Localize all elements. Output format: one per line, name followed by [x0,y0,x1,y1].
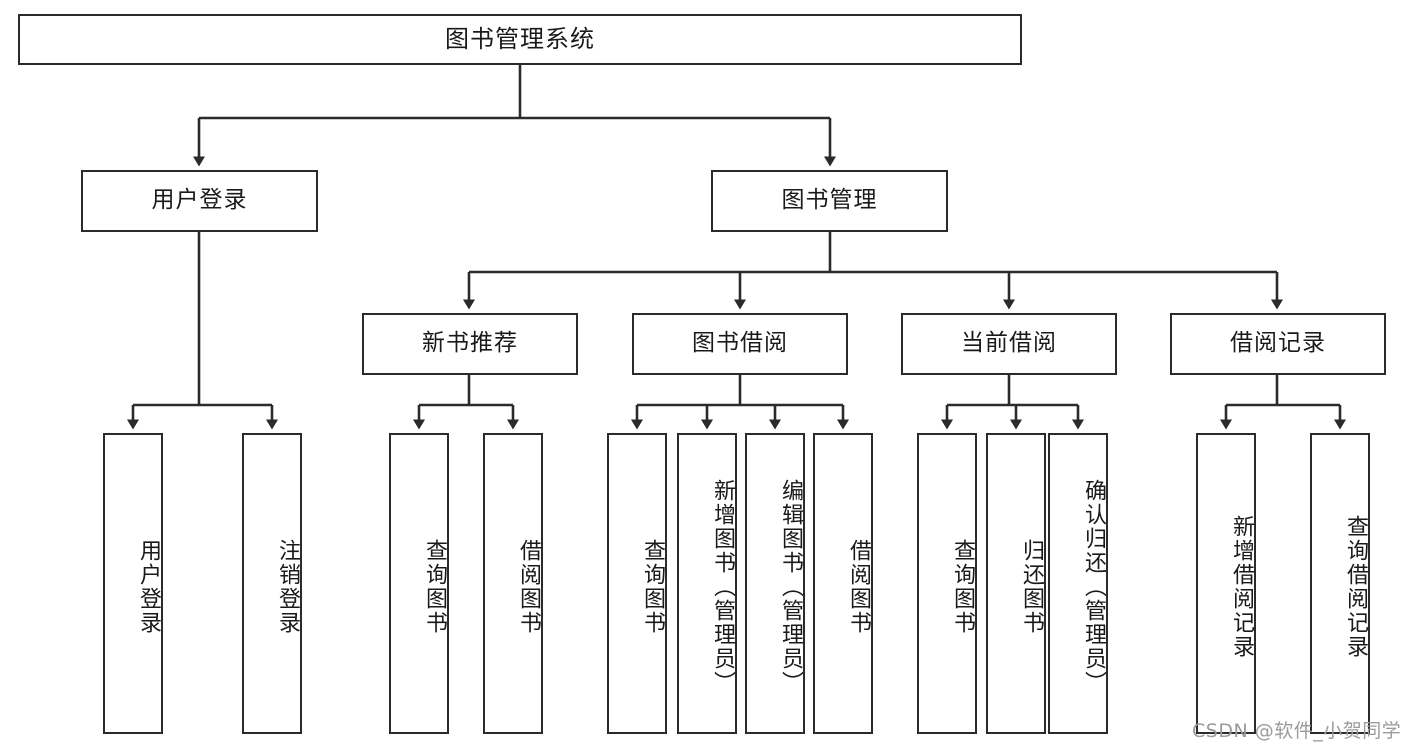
level3-node[interactable]: 图书借阅 [632,313,848,375]
leaf-node[interactable]: 新增图书（管理员） [677,433,737,734]
leaf-node-label: 查询借阅记录 [1343,514,1368,659]
leaf-node-label: 借阅图书 [846,538,871,635]
leaf-node-label: 注销登录 [275,538,300,635]
level2-node[interactable]: 用户登录 [81,170,318,232]
leaf-node-label: 查询图书 [422,538,447,635]
leaf-node[interactable]: 查询图书 [917,433,977,734]
leaf-node[interactable]: 用户登录 [103,433,163,734]
leaf-node[interactable]: 确认归还（管理员） [1048,433,1108,734]
leaf-node[interactable]: 新增借阅记录 [1196,433,1256,734]
leaf-node-label: 归还图书 [1019,538,1044,635]
leaf-node[interactable]: 归还图书 [986,433,1046,734]
leaf-node-label: 新增图书（管理员） [710,478,735,695]
level2-node-label: 用户登录 [151,187,248,214]
leaf-node[interactable]: 编辑图书（管理员） [745,433,805,734]
leaf-node[interactable]: 查询图书 [389,433,449,734]
level3-node[interactable]: 新书推荐 [362,313,578,375]
level3-node-label: 新书推荐 [422,330,518,357]
root-node-label: 图书管理系统 [445,25,595,54]
level3-node-label: 借阅记录 [1230,330,1326,357]
leaf-node[interactable]: 注销登录 [242,433,302,734]
leaf-node-label: 查询图书 [950,538,975,635]
level3-node[interactable]: 当前借阅 [901,313,1117,375]
root-node[interactable]: 图书管理系统 [18,14,1022,65]
leaf-node-label: 借阅图书 [516,538,541,635]
leaf-node-label: 新增借阅记录 [1229,514,1254,659]
csdn-watermark: CSDN @软件_小贺同学 [1192,720,1402,742]
leaf-node[interactable]: 借阅图书 [813,433,873,734]
level3-node-label: 当前借阅 [961,330,1057,357]
leaf-node[interactable]: 查询借阅记录 [1310,433,1370,734]
leaf-node-label: 查询图书 [640,538,665,635]
level3-node[interactable]: 借阅记录 [1170,313,1386,375]
leaf-node-label: 确认归还（管理员） [1081,478,1106,695]
level3-node-label: 图书借阅 [692,330,788,357]
leaf-node-label: 编辑图书（管理员） [778,478,803,695]
leaf-node[interactable]: 查询图书 [607,433,667,734]
level2-node-label: 图书管理 [781,187,878,214]
level2-node[interactable]: 图书管理 [711,170,948,232]
leaf-node-label: 用户登录 [136,538,161,635]
leaf-node[interactable]: 借阅图书 [483,433,543,734]
